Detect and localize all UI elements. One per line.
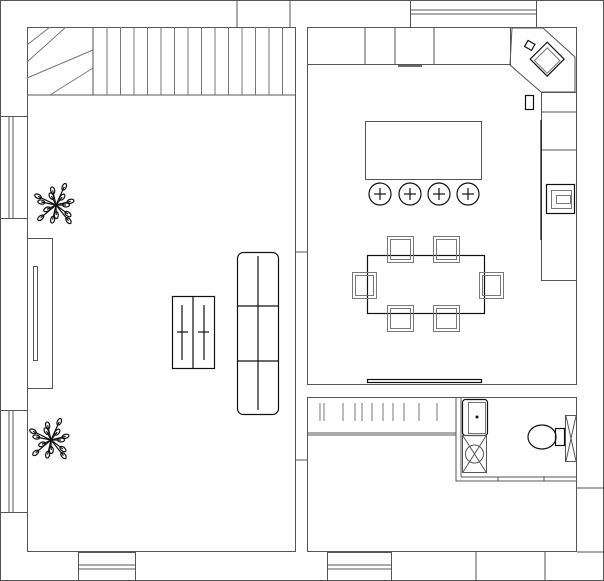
coffee-table — [171, 295, 216, 370]
window-left-lower — [0, 410, 28, 513]
bar-stool — [368, 182, 392, 206]
corner-sink — [523, 39, 565, 77]
window-bottom-left — [78, 552, 136, 581]
window-bottom-right — [327, 552, 392, 581]
dining-chair — [433, 236, 460, 263]
bar-stool — [427, 182, 451, 206]
fireplace — [27, 238, 53, 389]
bathroom-vent — [565, 415, 577, 462]
dining-chair — [387, 305, 414, 332]
bar-stools — [368, 182, 480, 206]
dishwasher-handle — [524, 94, 535, 111]
sofa — [236, 251, 280, 416]
dining-chair — [352, 272, 377, 299]
toilet — [527, 424, 566, 450]
dining-chair — [387, 236, 414, 263]
kitchen-radiator — [366, 378, 483, 384]
plant-lower — [29, 417, 70, 460]
stove — [545, 183, 576, 215]
bathroom-sink — [461, 398, 489, 437]
plant-upper — [34, 182, 75, 225]
window-left-upper — [0, 116, 28, 219]
bar-stool — [398, 182, 422, 206]
staircase — [26, 26, 296, 96]
dining-chair — [433, 305, 460, 332]
bar-stool — [456, 182, 480, 206]
dining-table — [366, 254, 486, 315]
kitchen-island — [365, 121, 482, 180]
window-top-kitchen — [410, 0, 537, 28]
bathroom — [455, 397, 577, 482]
dining-set — [352, 236, 504, 332]
shower-drain — [462, 435, 487, 473]
dining-chair — [479, 272, 504, 299]
kitchen-counters — [307, 27, 577, 281]
hall-radiator — [307, 403, 456, 436]
